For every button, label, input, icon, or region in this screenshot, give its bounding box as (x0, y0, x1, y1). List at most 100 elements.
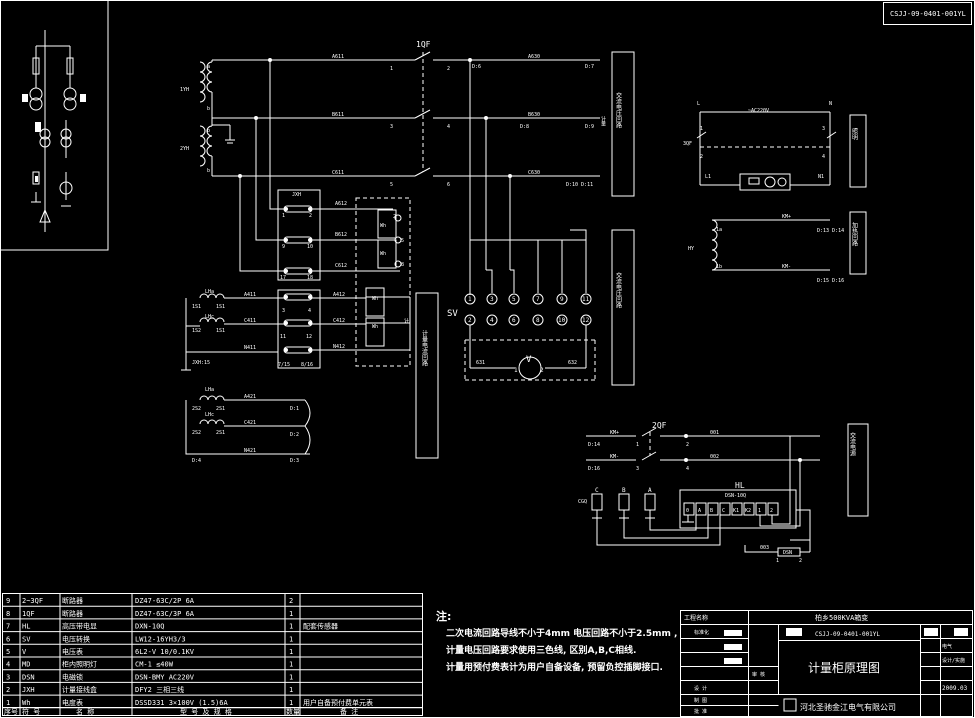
bom-cell-code: MD (22, 661, 30, 669)
svg-text:备 注: 备 注 (340, 707, 358, 716)
svg-text:KM-: KM- (610, 454, 619, 460)
svg-text:2S2: 2S2 (192, 430, 201, 436)
svg-text:JXH: JXH (292, 192, 301, 198)
svg-text:计量: 计量 (600, 115, 606, 127)
svg-text:b: b (207, 168, 210, 174)
wire-c611: C611 (332, 170, 344, 176)
bom-cell-name: 电磁锁 (62, 672, 83, 681)
bom-cell-model: DZ47-63C/2P 6A (135, 597, 195, 605)
svg-text:审 核: 审 核 (752, 671, 765, 678)
svg-text:7: 7 (536, 296, 540, 303)
svg-text:设计/实施: 设计/实施 (942, 657, 965, 664)
svg-text:9: 9 (560, 296, 564, 303)
svg-text:C412: C412 (333, 318, 345, 324)
bom-cell-code: 2~3QF (22, 597, 43, 605)
bom-cell-model: DXN-10Q (135, 623, 165, 631)
svg-text:型 号 及 规 格: 型 号 及 规 格 (180, 707, 232, 716)
bom-cell-name: 断路器 (62, 609, 83, 618)
breaker-2qf: 2QF KM+KM- D:14 D:16 13 24 001 002 (586, 421, 820, 472)
svg-text:7/15: 7/15 (278, 362, 290, 368)
svg-text:12: 12 (582, 317, 590, 324)
drawing-number-top: CSJJ-09-0401-001YL (890, 10, 966, 18)
bom-cell-name: 电压表 (62, 647, 83, 656)
svg-text:003: 003 (760, 545, 769, 551)
svg-text:11: 11 (582, 296, 590, 303)
svg-text:N412: N412 (333, 344, 345, 350)
svg-text:1b: 1b (716, 264, 722, 270)
side-bar-1: 交流电压回路 计量 (600, 51, 635, 197)
svg-text:D:7: D:7 (585, 64, 594, 70)
svg-text:A421: A421 (244, 394, 256, 400)
bom-cell-note: 用户自备预付费单元表 (303, 698, 373, 707)
svg-text:计: 计 (403, 317, 409, 324)
bom-cell-model: DSSD331 3×100V (1.5)6A (135, 699, 229, 707)
wire-a611: A611 (332, 54, 344, 60)
svg-text:Wh: Wh (380, 251, 386, 257)
bom-cell-name: 计量接线盒 (62, 685, 97, 694)
project-name: 柏乡500KVA箱变 (815, 613, 868, 622)
svg-text:N: N (829, 101, 832, 107)
svg-text:D:14: D:14 (588, 442, 600, 448)
svg-text:标准化: 标准化 (694, 629, 709, 636)
svg-text:数量: 数量 (286, 707, 300, 716)
svg-text:0: 0 (686, 508, 689, 514)
svg-text:L: L (697, 101, 700, 107)
bom-cell-name: 高压带电显 (62, 622, 97, 631)
bom-cell-model: CM-1 ≤40W (135, 661, 174, 669)
svg-text:9: 9 (282, 244, 285, 250)
svg-text:A412: A412 (333, 292, 345, 298)
svg-text:2S2: 2S2 (192, 406, 201, 412)
bom-cell-model: DZ47-63C/3P 6A (135, 610, 195, 618)
svg-text:1a: 1a (716, 227, 722, 233)
svg-text:Wh: Wh (380, 223, 386, 229)
svg-text:A630: A630 (528, 54, 540, 60)
svg-text:电气: 电气 (942, 643, 952, 650)
svg-text:CGQ: CGQ (578, 499, 587, 505)
svg-text:5: 5 (390, 182, 393, 188)
svg-text:C: C (722, 508, 725, 514)
svg-text:4: 4 (822, 154, 825, 160)
svg-text:KM+: KM+ (610, 430, 619, 436)
svg-text:1: 1 (390, 66, 393, 72)
notes-line-1: 二次电流回路导线不小于4mm 电压回路不小于2.5mm , (446, 627, 677, 639)
svg-text:10: 10 (558, 317, 566, 324)
bom-cell-qty: 1 (289, 699, 293, 707)
primary-diagram (0, 0, 109, 251)
side-bar-heating: 加热回路 (849, 211, 867, 275)
svg-text:计量电流回路: 计量电流回路 (421, 329, 428, 367)
svg-text:JXH:15: JXH:15 (192, 360, 210, 366)
svg-text:L1: L1 (705, 174, 711, 180)
svg-text:2: 2 (770, 508, 773, 514)
bom-cell-code: SV (22, 635, 31, 643)
svg-text:照明: 照明 (851, 128, 858, 141)
bom-cell-qty: 1 (289, 661, 293, 669)
svg-text:b: b (207, 106, 210, 112)
svg-text:D:8: D:8 (520, 124, 529, 130)
svg-text:2: 2 (540, 367, 544, 374)
bom-cell-no: 1 (6, 699, 10, 707)
svg-text:DSN: DSN (783, 550, 792, 556)
bom-cell-qty: 1 (289, 673, 293, 681)
svg-text:C630: C630 (528, 170, 540, 176)
svg-text:18: 18 (307, 275, 313, 281)
bom-cell-no: 3 (6, 673, 10, 681)
svg-text:4: 4 (447, 124, 450, 130)
svg-text:交流电压回路: 交流电压回路 (615, 271, 622, 309)
voltage-buses: A611 B611 C611 135 246 (212, 54, 450, 188)
svg-text:制 图: 制 图 (694, 697, 707, 704)
svg-text:4: 4 (686, 466, 689, 472)
bom-cell-model: 6L2-V 10/0.1KV (135, 648, 195, 656)
svg-text:3: 3 (282, 308, 285, 314)
svg-text:a: a (207, 64, 210, 70)
svg-text:批 准: 批 准 (694, 708, 707, 715)
svg-text:1S1: 1S1 (216, 304, 225, 310)
bom-cell-no: 2 (6, 686, 10, 694)
svg-text:设 计: 设 计 (694, 685, 707, 692)
svg-text:001: 001 (710, 430, 719, 436)
svg-text:N1: N1 (818, 174, 824, 180)
svg-text:D:1: D:1 (290, 406, 299, 412)
